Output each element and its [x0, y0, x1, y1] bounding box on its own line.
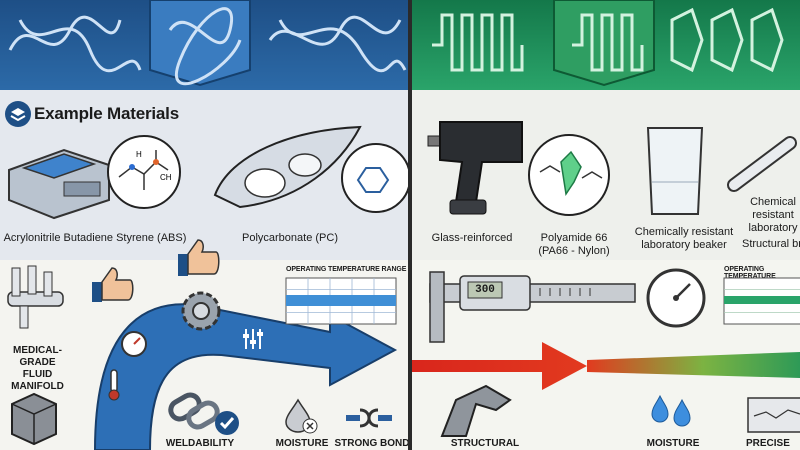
bottom-label-precise-weld: PRECISE WE — [746, 438, 790, 449]
syringe-illustration — [727, 136, 797, 192]
temperature-gradient-arrow — [412, 342, 800, 390]
check-icon — [215, 411, 239, 435]
crystalline-polymer-illustration — [432, 0, 784, 87]
abs-molecular-structure-icon: H CH — [107, 135, 181, 209]
material-label-glass-reinforced: Glass-reinforced — [431, 232, 513, 244]
bottom-label-weldability: WELDABILITY — [165, 438, 235, 449]
laboratory-beaker-illustration — [646, 127, 704, 215]
material-label-pa66: Polyamide 66 (PA66 - Nylon) — [538, 232, 610, 257]
bottom-label-strong-bond: STRONG BOND — [334, 438, 409, 449]
power-drill-illustration — [427, 121, 523, 215]
right-panel: Glass-reinforced Polyamide 66 (PA66 - Ny… — [412, 0, 800, 450]
panel-divider — [408, 0, 412, 450]
thumbs-up-icon — [92, 267, 134, 302]
thumbs-up-icon-2 — [178, 239, 220, 276]
left-panel: Example Materials H CH Acrylonitrile But… — [0, 0, 408, 450]
sliders-icon — [243, 329, 263, 349]
section-heading: Example Materials — [34, 104, 179, 123]
fluid-manifold-illustration — [7, 265, 64, 329]
material-label-chemical-resistant: Chemical resistant laboratory — [748, 196, 798, 234]
material-label-pc: Polycarbonate (PC) — [242, 232, 338, 244]
bottom-label-moisture: MOISTURE — [275, 438, 329, 449]
weld-seam-icon — [747, 397, 800, 433]
structural-bracket-illustration — [440, 384, 512, 437]
right-banner — [412, 0, 800, 90]
thermometer-icon — [108, 369, 120, 401]
right-temp-title: OPERATING TEMPERATURE — [724, 266, 776, 280]
bottom-label-moisture-right: MOISTURE — [646, 438, 700, 449]
gauge-icon — [121, 331, 147, 357]
abs-electronic-housing-illustration — [8, 148, 110, 220]
right-temperature-chart — [723, 277, 800, 325]
left-banner — [0, 0, 408, 90]
pressure-gauge-icon — [646, 268, 706, 328]
manifold-caption: MEDICAL-GRADE FLUID MANIFOLD — [11, 345, 64, 392]
polycarbonate-headlight-illustration — [213, 125, 362, 209]
material-label-abs: Acrylonitrile Butadiene Styrene (ABS) — [3, 232, 187, 244]
digital-caliper-illustration — [429, 271, 636, 343]
left-temperature-chart — [285, 277, 397, 325]
material-label-structural: Structural br — [742, 238, 800, 250]
water-drop-icon — [285, 398, 318, 434]
magnet-icon — [346, 408, 392, 428]
caliper-reading: 300 — [475, 284, 495, 296]
svg-text:H: H — [136, 150, 142, 159]
bottom-label-structural-bracket: STRUCTURAL BRACKET — [450, 438, 520, 449]
material-label-beaker: Chemically resistant laboratory beaker — [634, 226, 734, 251]
gear-icon — [181, 291, 221, 331]
layers-icon — [5, 101, 31, 127]
svg-text:CH: CH — [160, 173, 172, 182]
polycarbonate-molecular-structure-icon — [341, 143, 408, 213]
left-temp-band — [286, 295, 396, 306]
abs-block-illustration — [11, 392, 57, 446]
water-drops-icon — [651, 394, 691, 427]
left-temp-title: OPERATING TEMPERATURE RANGE — [286, 266, 407, 273]
tangled-polymer-chains-illustration — [8, 0, 407, 87]
chain-link-icon — [168, 392, 220, 430]
pa66-molecular-structure-icon — [528, 134, 610, 216]
